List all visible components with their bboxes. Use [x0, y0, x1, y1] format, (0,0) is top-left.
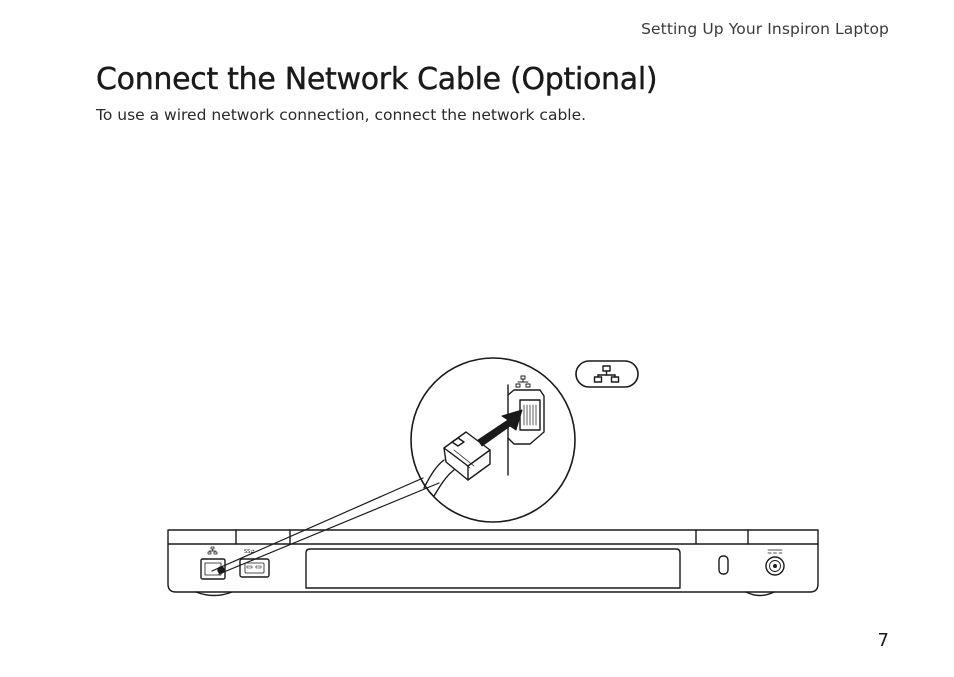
magnified-port-view: [410, 357, 576, 523]
intro-text: To use a wired network connection, conne…: [96, 106, 587, 124]
laptop-back-panel: SS⇄: [167, 529, 819, 597]
network-connector-icon: [575, 360, 639, 388]
running-header: Setting Up Your Inspiron Laptop: [641, 20, 889, 38]
page-title: Connect the Network Cable (Optional): [96, 62, 658, 97]
security-lock-slot: [718, 555, 729, 575]
network-port: [200, 546, 226, 580]
usb-icon: SS⇄: [239, 549, 270, 578]
page-number: 7: [877, 630, 889, 651]
power-adapter-icon: [765, 549, 785, 576]
svg-text:SS⇄: SS⇄: [244, 549, 255, 555]
